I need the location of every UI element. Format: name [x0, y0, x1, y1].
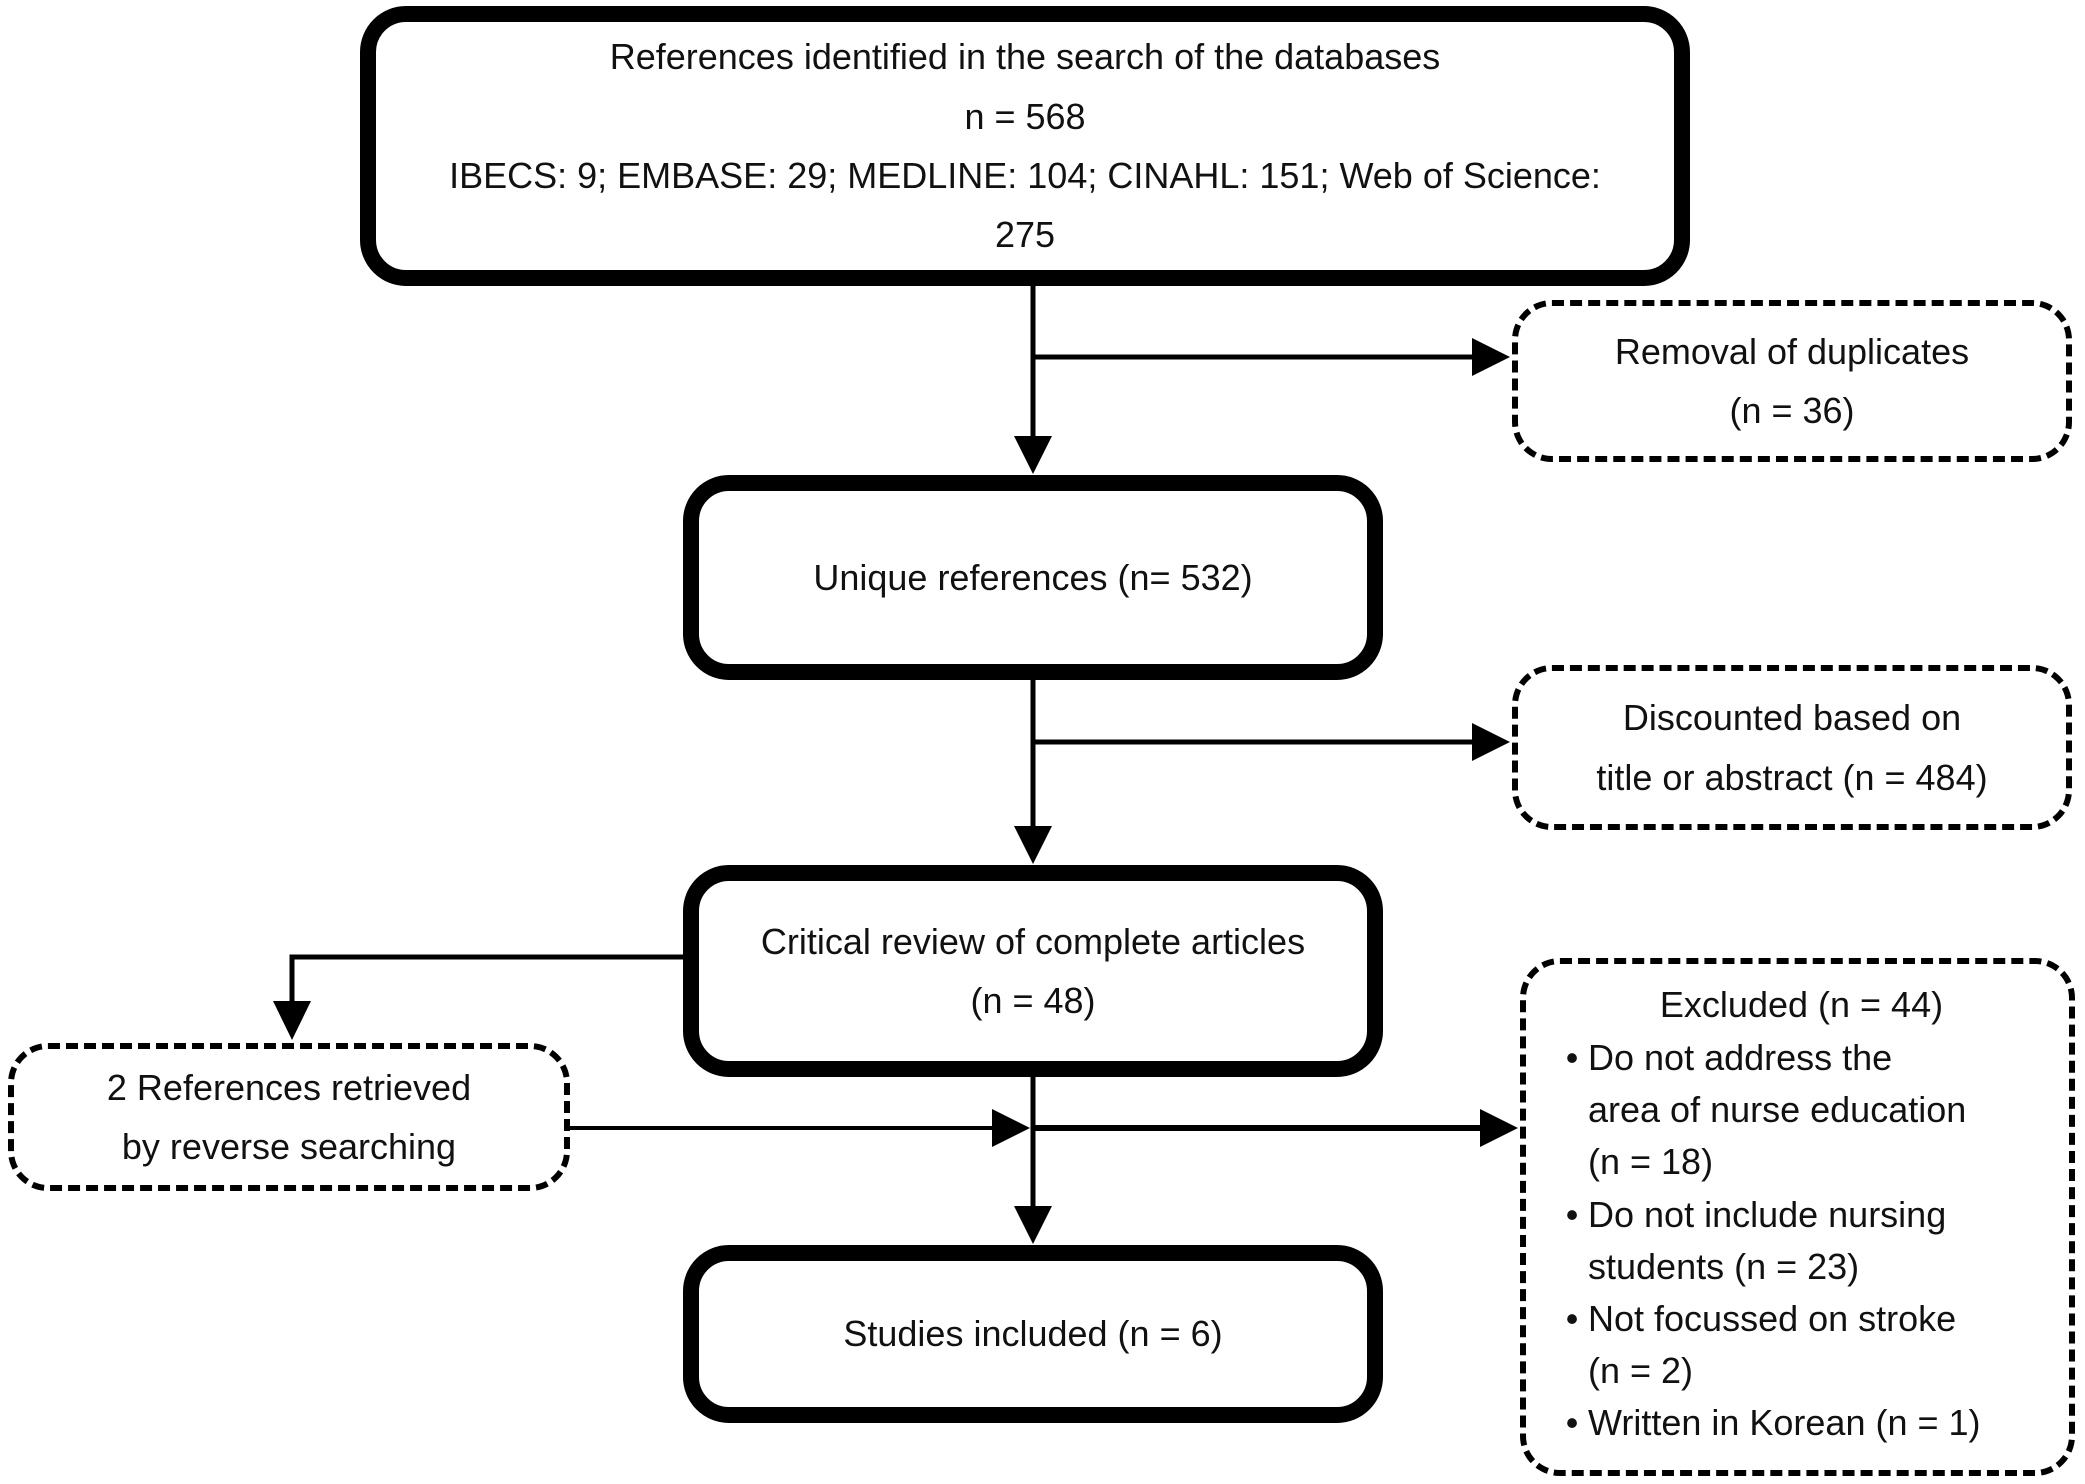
bullet-dot: • — [1565, 1193, 1579, 1235]
arrowhead-into-duplicates — [1472, 338, 1510, 376]
excluded-reason-text: Written in Korean (n = 1) — [1588, 1402, 1981, 1444]
box-removal-of-duplicates: Removal of duplicates (n = 36) — [1512, 300, 2072, 462]
arrowhead-into-excluded — [1480, 1109, 1518, 1147]
excluded-reason-text: Not focussed on stroke (n = 2) — [1588, 1297, 1957, 1392]
arrowhead-into-included — [1014, 1206, 1052, 1244]
box-excluded-title: Excluded (n = 44) — [1659, 984, 1944, 1025]
box-excluded: Excluded (n = 44) • Do not address the a… — [1520, 958, 2075, 1476]
box-discounted-title-abstract-text: Discounted based on title or abstract (n… — [1596, 697, 1988, 798]
excluded-reason-item: • Do not include nursing students (n = 2… — [1556, 1189, 2051, 1293]
excluded-reason-text: Do not address the area of nurse educati… — [1588, 1037, 1967, 1183]
excluded-reason-item: • Written in Korean (n = 1) — [1556, 1397, 2051, 1449]
arrowhead-into-unique — [1014, 436, 1052, 474]
bullet-dot: • — [1565, 1297, 1579, 1339]
box-critical-review-text: Critical review of complete articles (n … — [760, 920, 1306, 1021]
box-removal-of-duplicates-text: Removal of duplicates (n = 36) — [1614, 330, 1970, 431]
excluded-reason-item: • Do not address the area of nurse educa… — [1556, 1032, 2051, 1189]
arrowhead-into-critical — [1014, 826, 1052, 864]
box-reverse-searching-text: 2 References retrieved by reverse search… — [106, 1066, 472, 1167]
box-reverse-searching: 2 References retrieved by reverse search… — [8, 1043, 570, 1191]
box-references-identified: References identified in the search of t… — [360, 6, 1690, 286]
arrowhead-into-reverse — [273, 1001, 311, 1040]
box-discounted-title-abstract: Discounted based on title or abstract (n… — [1512, 665, 2072, 830]
box-studies-included-text: Studies included (n = 6) — [843, 1313, 1223, 1355]
box-unique-references-text: Unique references (n= 532) — [813, 556, 1253, 598]
box-critical-review: Critical review of complete articles (n … — [683, 865, 1383, 1077]
arrowhead-into-discounted — [1472, 723, 1510, 761]
excluded-reason-item: • Not focussed on stroke (n = 2) — [1556, 1293, 2051, 1397]
box-references-identified-text: References identified in the search of t… — [449, 36, 1601, 256]
box-unique-references: Unique references (n= 532) — [683, 475, 1383, 680]
excluded-reason-text: Do not include nursing students (n = 23) — [1588, 1193, 1947, 1287]
connector-critical-to-reverse — [289, 954, 688, 1002]
bullet-dot: • — [1565, 1037, 1579, 1078]
excluded-reasons-list: • Do not address the area of nurse educa… — [1552, 1032, 2051, 1450]
bullet-dot: • — [1565, 1402, 1579, 1444]
arrowhead-at-junction — [992, 1109, 1030, 1147]
box-studies-included: Studies included (n = 6) — [683, 1245, 1383, 1423]
